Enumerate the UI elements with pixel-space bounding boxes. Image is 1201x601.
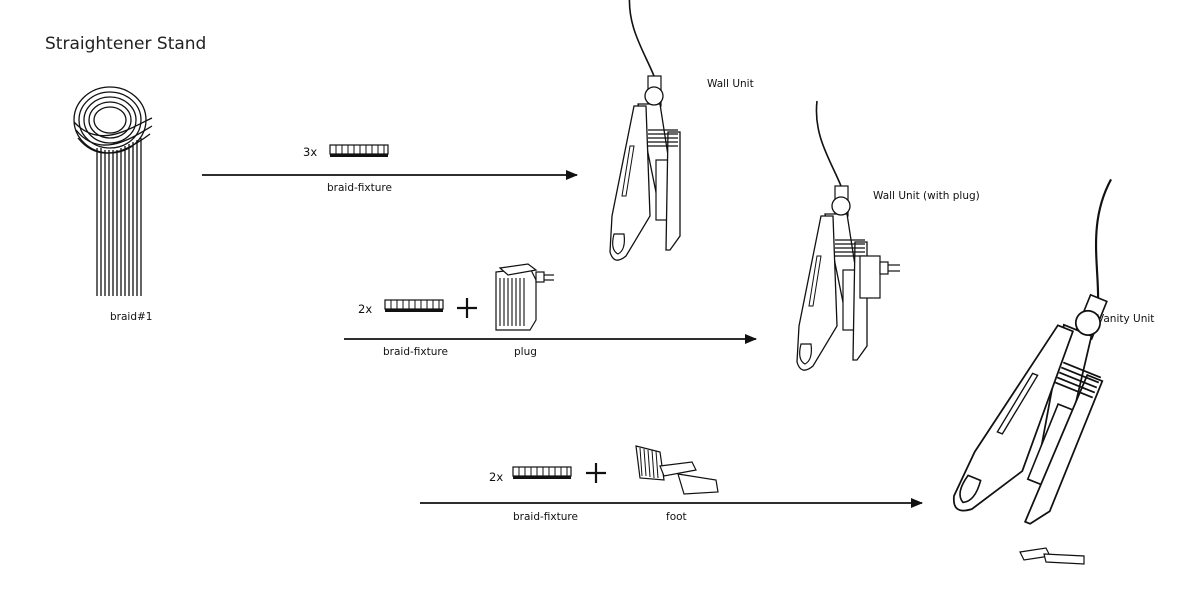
row2-quantity: 2x	[358, 302, 373, 316]
row3-quantity: 2x	[489, 470, 504, 484]
row2-result-label: Wall Unit (with plug)	[873, 190, 980, 202]
vanity-foot-base	[1019, 547, 1085, 565]
plug-icon	[495, 263, 554, 331]
row2-part-label: braid-fixture	[383, 346, 448, 358]
plus-icon	[586, 463, 606, 483]
wall-plug-attachment	[859, 255, 900, 299]
foot-icon	[635, 445, 719, 495]
row3-result-label: Vanity Unit	[1097, 313, 1155, 325]
vanity-unit-illustration	[948, 168, 1175, 543]
row3-part-label: braid-fixture	[513, 511, 578, 523]
braid-fixture-icon	[512, 466, 572, 480]
row1-result-label: Wall Unit	[707, 78, 754, 90]
row3-part2-label: foot	[666, 511, 687, 523]
plus-icon	[457, 298, 477, 318]
row2-part2-label: plug	[514, 346, 537, 358]
braid-fixture-icon	[384, 299, 444, 313]
row1-quantity: 3x	[303, 145, 318, 159]
braid-fixture-icon	[329, 144, 389, 158]
braid-coil-icon	[73, 86, 153, 296]
braid-label: braid#1	[110, 311, 153, 323]
wall-unit-illustration	[609, 0, 681, 261]
wall-unit-with-plug-illustration	[796, 100, 868, 371]
row1-part-label: braid-fixture	[327, 182, 392, 194]
diagram-title: Straightener Stand	[45, 34, 207, 54]
